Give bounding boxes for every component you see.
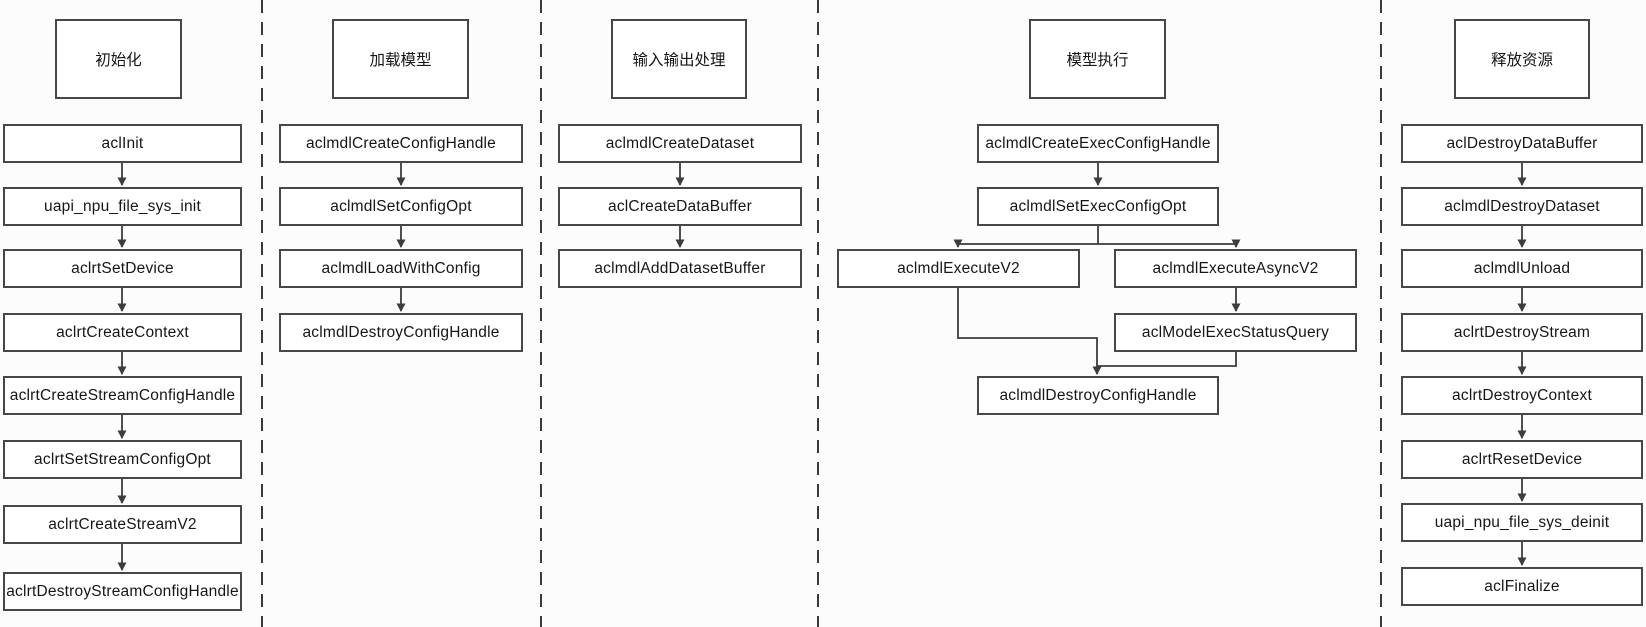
node-aclrtcreatecontext: aclrtCreateContext <box>3 313 242 352</box>
node-aclfinalize: aclFinalize <box>1401 567 1643 606</box>
node-aclmdlsetexecconfigopt: aclmdlSetExecConfigOpt <box>977 187 1219 226</box>
node-aclmdldestroydataset: aclmdlDestroyDataset <box>1401 187 1643 226</box>
node-aclmdladddatasetbuffer: aclmdlAddDatasetBuffer <box>558 249 802 288</box>
node-acldestroydatabuffer: aclDestroyDataBuffer <box>1401 124 1643 163</box>
node-aclrtsetstreamconfigopt: aclrtSetStreamConfigOpt <box>3 440 242 479</box>
node-aclrtcreatestreamv2: aclrtCreateStreamV2 <box>3 505 242 544</box>
stage-header-load-model: 加载模型 <box>332 19 469 99</box>
node-aclrtdestroystreamconfighandle: aclrtDestroyStreamConfigHandle <box>3 572 242 611</box>
node-aclmdlcreatedataset: aclmdlCreateDataset <box>558 124 802 163</box>
stage-header-release-resources: 释放资源 <box>1454 19 1590 99</box>
node-aclmdlexecutev2: aclmdlExecuteV2 <box>837 249 1080 288</box>
node-aclmdlcreateconfighandle: aclmdlCreateConfigHandle <box>279 124 523 163</box>
node-aclmdlexecuteasyncv2: aclmdlExecuteAsyncV2 <box>1114 249 1357 288</box>
node-uapi-npu-file-sys-deinit: uapi_npu_file_sys_deinit <box>1401 503 1643 542</box>
node-aclrtresetdevice: aclrtResetDevice <box>1401 440 1643 479</box>
node-aclrtdestroystream: aclrtDestroyStream <box>1401 313 1643 352</box>
node-aclrtcreatestreamconfighandle: aclrtCreateStreamConfigHandle <box>3 376 242 415</box>
node-aclmdlloadwithconfig: aclmdlLoadWithConfig <box>279 249 523 288</box>
stage-header-model-execution: 模型执行 <box>1029 19 1166 99</box>
stage-header-initialization: 初始化 <box>55 19 182 99</box>
node-aclmdldestroyconfighandle-exec: aclmdlDestroyConfigHandle <box>977 376 1219 415</box>
node-aclmdldestroyconfighandle-load: aclmdlDestroyConfigHandle <box>279 313 523 352</box>
node-aclinit: aclInit <box>3 124 242 163</box>
node-aclcreatedatabuffer: aclCreateDataBuffer <box>558 187 802 226</box>
node-aclmdlcreateexecconfighandle: aclmdlCreateExecConfigHandle <box>977 124 1219 163</box>
node-aclmodelexecstatusquery: aclModelExecStatusQuery <box>1114 313 1357 352</box>
node-aclrtdestroycontext: aclrtDestroyContext <box>1401 376 1643 415</box>
node-aclrtsetdevice: aclrtSetDevice <box>3 249 242 288</box>
stage-header-io-processing: 输入输出处理 <box>611 19 747 99</box>
node-aclmdlsetconfigopt: aclmdlSetConfigOpt <box>279 187 523 226</box>
node-uapi-npu-file-sys-init: uapi_npu_file_sys_init <box>3 187 242 226</box>
node-aclmdlunload: aclmdlUnload <box>1401 249 1643 288</box>
